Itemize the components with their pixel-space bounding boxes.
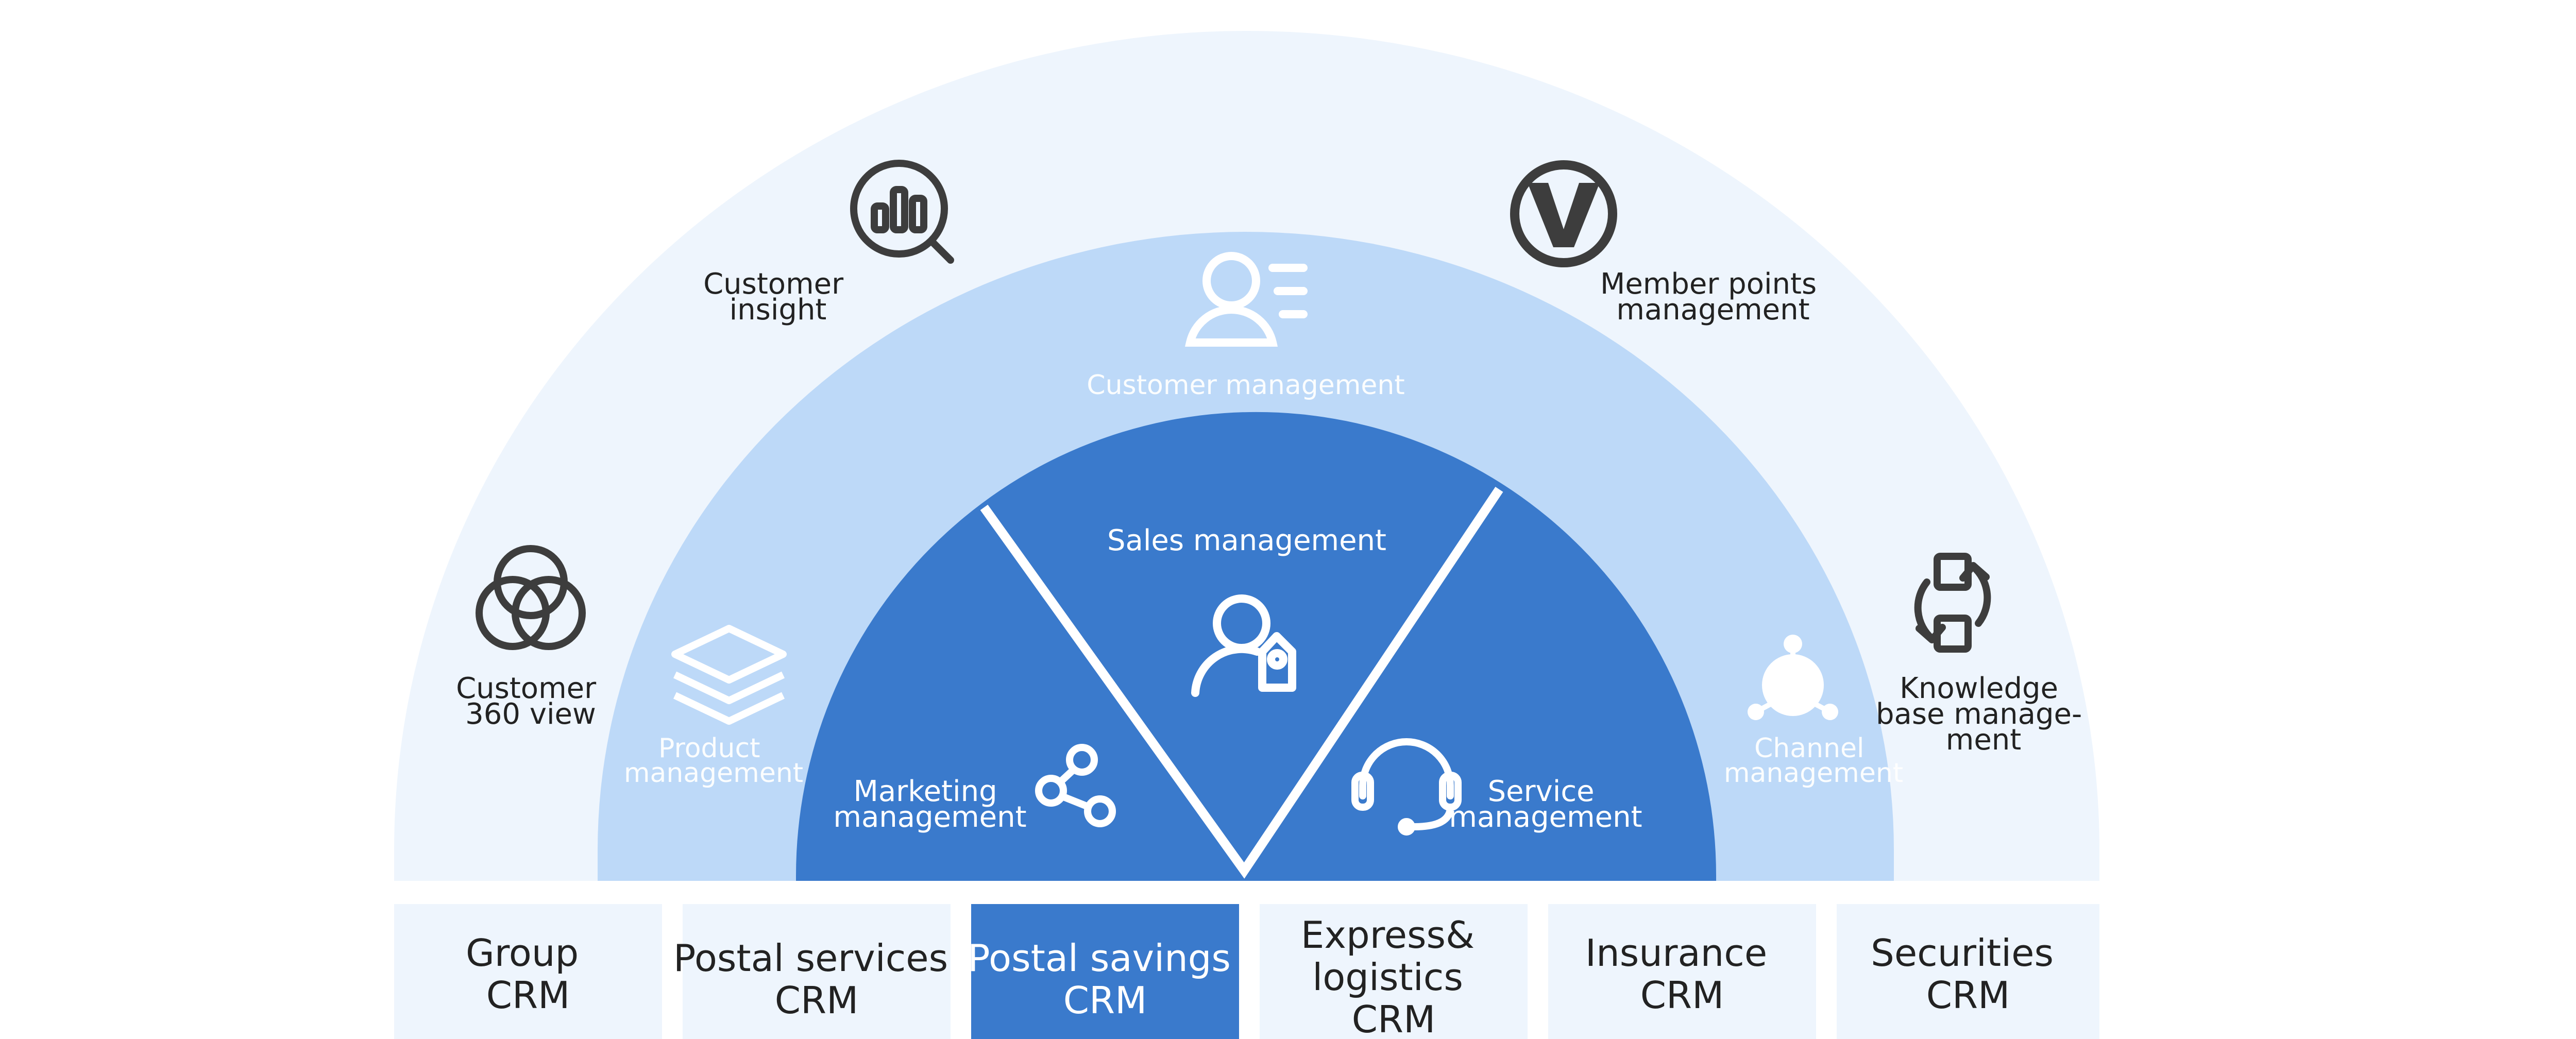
customer-360-label-2: 360 view [465, 697, 596, 731]
crm-box-postal-services-line-2: CRM [775, 979, 858, 1022]
crm-box-group-line-2: CRM [486, 974, 570, 1017]
svg-text:Insurance CRM: Insurance CRM [1585, 931, 1779, 1017]
crm-box-postal-savings-line-2: CRM [1063, 979, 1147, 1022]
svg-text:Postal savings CRM: Postal savings CRM [968, 936, 1243, 1022]
crm-box-insurance[interactable]: Insurance CRM [1548, 904, 1816, 1039]
customer-360-label-1: Customer [456, 672, 597, 705]
svg-text:Group CRM: Group CRM [466, 931, 590, 1017]
knowledge-base-label-2: base manage- [1876, 697, 2082, 731]
service-management-label-2: management [1449, 800, 1642, 834]
member-points-label-2: management [1616, 293, 1809, 327]
svg-text:Member points management: Member points management [1600, 267, 1826, 327]
product-management-label-1: Product [658, 733, 760, 764]
crm-box-group[interactable]: Group CRM [394, 904, 662, 1039]
crm-box-securities-line-1: Securities [1871, 931, 2054, 975]
svg-text:Customer 360 view: Customer 360 view [456, 672, 605, 731]
svg-text:Customer insight: Customer insight [703, 267, 853, 327]
service-management-label-1: Service [1488, 775, 1595, 808]
crm-box-express-logistics-line-2: logistics [1312, 956, 1463, 999]
svg-text:Marketing management: Marketing management [833, 775, 1026, 834]
layers-icon [671, 625, 787, 725]
marketing-management-label-2: management [833, 800, 1026, 834]
channel-management-label-1: Channel [1754, 733, 1864, 764]
bar-chart-magnifier-icon [850, 160, 954, 264]
crm-box-securities-line-2: CRM [1926, 974, 2010, 1017]
crm-box-express-logistics-line-1: Express& [1301, 913, 1475, 957]
customer-management-label: Customer management [1087, 370, 1404, 401]
user-tag-icon [1191, 594, 1296, 697]
venn-circles-icon [476, 545, 586, 650]
member-points-label-1: Member points [1600, 267, 1817, 301]
crm-box-postal-savings-line-1: Postal savings [968, 936, 1231, 980]
crm-box-express-logistics-line-3: CRM [1352, 998, 1435, 1039]
crm-box-postal-services[interactable]: Postal services CRM [673, 904, 960, 1039]
product-management-label-2: management [624, 758, 803, 789]
svg-text:Service management: Service management [1449, 775, 1642, 834]
marketing-management-label-1: Marketing [854, 775, 997, 808]
hub-nodes-icon [1748, 635, 1838, 720]
svg-text:Product management: Product management [624, 733, 803, 789]
crm-box-postal-services-line-1: Postal services [673, 936, 948, 980]
channel-management-label-2: management [1724, 758, 1903, 789]
svg-text:Knowledge base manage-: Knowledge base manage- ment [1876, 672, 2091, 757]
cycle-squares-icon [1914, 553, 1991, 653]
share-icon [1035, 744, 1116, 827]
crm-box-securities[interactable]: Securities CRM [1837, 904, 2099, 1039]
sales-management-label: Sales management [1107, 524, 1386, 557]
headset-icon [1351, 738, 1462, 836]
crm-box-express-logistics[interactable]: Express& logistics CRM [1260, 904, 1528, 1039]
crm-box-postal-savings[interactable]: Postal savings CRM [968, 904, 1243, 1039]
customer-insight-label-2: insight [730, 293, 827, 327]
svg-text:Postal services CRM: Postal services CRM [673, 936, 960, 1022]
crm-box-group-line-1: Group [466, 931, 579, 975]
knowledge-base-label-3: ment [1946, 723, 2021, 757]
user-list-icon [1184, 252, 1308, 347]
crm-box-row: Group CRM Postal services CRM Postal sav… [394, 904, 2099, 1039]
core-divider-lines [980, 486, 1503, 879]
svg-text:Securities CRM: Securities CRM [1871, 931, 2065, 1017]
crm-box-insurance-line-2: CRM [1640, 974, 1724, 1017]
customer-insight-label-1: Customer [703, 267, 844, 301]
knowledge-base-label-1: Knowledge [1900, 672, 2058, 705]
svg-text:Channel management: Channel management [1724, 733, 1903, 789]
v-badge-icon [1510, 160, 1617, 267]
svg-text:Express& logistics: Express& logistics CRM [1301, 913, 1486, 1039]
crm-box-insurance-line-1: Insurance [1585, 931, 1767, 975]
